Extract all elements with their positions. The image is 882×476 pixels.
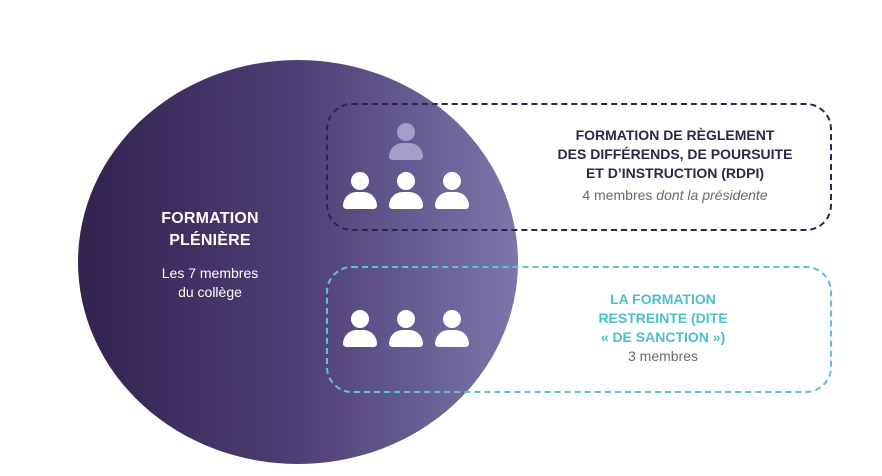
pleniere-members-line1: Les 7 membres bbox=[161, 265, 259, 281]
rdpi-members: 4 membres dont la présidente bbox=[532, 186, 818, 205]
sanction-title: LA FORMATION RESTREINTE (DITE « DE SANCT… bbox=[560, 290, 766, 347]
president-person-icon bbox=[389, 123, 423, 161]
rdpi-title-line2: DES DIFFÉRENDS, DE POURSUITE bbox=[557, 146, 793, 162]
pleniere-members-line2: du collège bbox=[178, 284, 242, 300]
sanction-label: LA FORMATION RESTREINTE (DITE « DE SANCT… bbox=[560, 290, 766, 366]
pleniere-label: FORMATION PLÉNIÈRE Les 7 membres du coll… bbox=[130, 208, 290, 302]
pleniere-members: Les 7 membres du collège bbox=[130, 264, 290, 302]
sanction-title-line1: LA FORMATION bbox=[610, 291, 716, 307]
person-icon bbox=[435, 310, 469, 348]
rdpi-box bbox=[326, 103, 832, 231]
sanction-members: 3 membres bbox=[627, 348, 699, 364]
person-icon bbox=[435, 172, 469, 210]
rdpi-members-note: dont la présidente bbox=[656, 187, 768, 203]
rdpi-title-line1: FORMATION DE RÈGLEMENT bbox=[575, 127, 775, 143]
person-icon bbox=[343, 310, 377, 348]
rdpi-label: FORMATION DE RÈGLEMENT DES DIFFÉRENDS, D… bbox=[532, 126, 818, 205]
person-icon bbox=[389, 172, 423, 210]
rdpi-title: FORMATION DE RÈGLEMENT DES DIFFÉRENDS, D… bbox=[532, 126, 818, 183]
sanction-title-line3: « DE SANCTION ») bbox=[600, 329, 726, 345]
sanction-title-line2: RESTREINTE (DITE bbox=[598, 310, 728, 326]
rdpi-members-count: 4 membres bbox=[582, 187, 657, 203]
pleniere-title-line2: PLÉNIÈRE bbox=[169, 232, 251, 249]
rdpi-title-line3: ET D’INSTRUCTION (RDPI) bbox=[585, 165, 765, 181]
sanction-box bbox=[326, 266, 832, 393]
person-icon bbox=[389, 310, 423, 348]
pleniere-title-line1: FORMATION bbox=[161, 210, 259, 227]
pleniere-title: FORMATION PLÉNIÈRE bbox=[130, 208, 290, 252]
pleniere-circle bbox=[78, 60, 518, 464]
person-icon bbox=[343, 172, 377, 210]
